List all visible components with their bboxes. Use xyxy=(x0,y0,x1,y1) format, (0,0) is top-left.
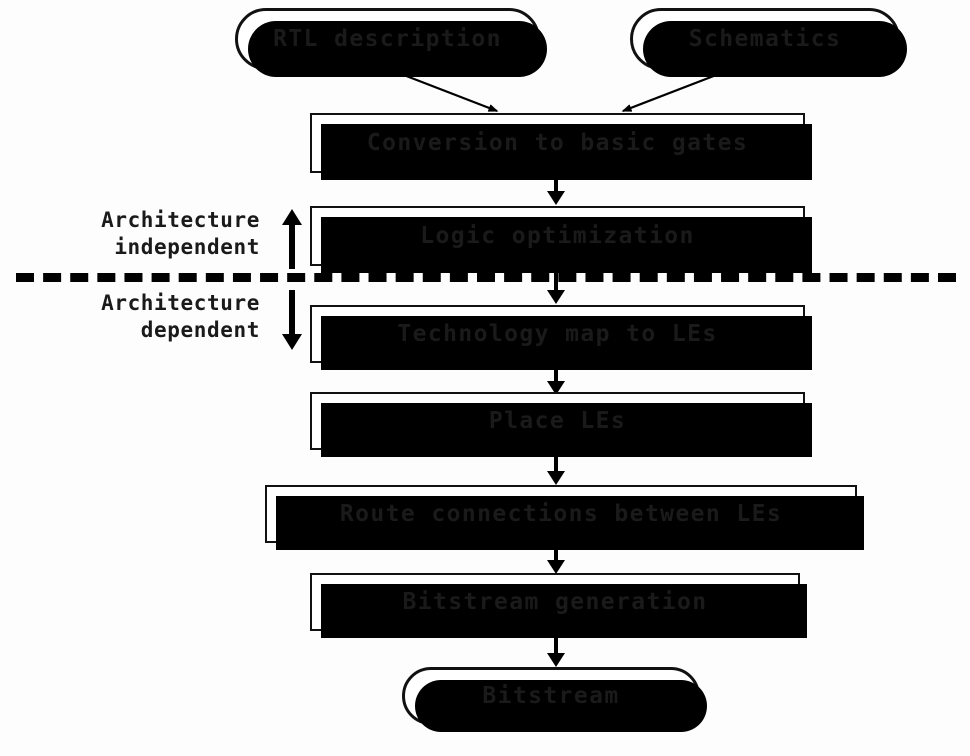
step-place-les: Place LEs xyxy=(310,392,812,457)
terminator-rtl-description: RTL description xyxy=(235,8,547,77)
terminator-rtl-description-label: RTL description xyxy=(273,25,502,52)
region-arrow-architecture-dependent xyxy=(281,290,303,350)
step-route-connections-between-les-label: Route connections between LEs xyxy=(339,500,783,527)
region-arrow-architecture-independent xyxy=(281,209,303,269)
arrow-schematics-to-conversion xyxy=(621,70,725,113)
region-label-architecture-dependent: Architecture dependent xyxy=(101,291,260,342)
step-route-connections-between-les: Route connections between LEs xyxy=(265,485,864,550)
connector-techmap-to-place xyxy=(547,363,565,395)
step-place-les-label: Place LEs xyxy=(488,407,627,434)
step-bitstream-generation-label: Bitstream generation xyxy=(402,588,708,615)
terminator-bitstream-label: Bitstream xyxy=(482,682,620,709)
step-logic-optimization: Logic optimization xyxy=(310,206,812,273)
step-logic-optimization-label: Logic optimization xyxy=(420,222,695,249)
terminator-schematics: Schematics xyxy=(630,8,907,77)
step-bitstream-generation: Bitstream generation xyxy=(310,573,807,638)
step-technology-map-to-les-label: Technology map to LEs xyxy=(397,320,718,347)
terminator-schematics-label: Schematics xyxy=(688,25,842,52)
step-conversion-to-basic-gates-label: Conversion to basic gates xyxy=(366,129,749,156)
step-technology-map-to-les: Technology map to LEs xyxy=(310,305,812,370)
step-conversion-to-basic-gates: Conversion to basic gates xyxy=(310,113,812,180)
terminator-bitstream: Bitstream xyxy=(402,667,707,732)
connector-place-to-route xyxy=(547,450,565,486)
region-label-architecture-independent: Architecture independent xyxy=(101,208,260,259)
architecture-divider-line xyxy=(16,273,956,282)
arrow-rtl-to-conversion xyxy=(395,70,499,113)
connector-conversion-to-optimization xyxy=(547,173,565,205)
connector-route-to-bitgen xyxy=(547,543,565,575)
connector-bitgen-to-bitstream xyxy=(547,631,565,669)
